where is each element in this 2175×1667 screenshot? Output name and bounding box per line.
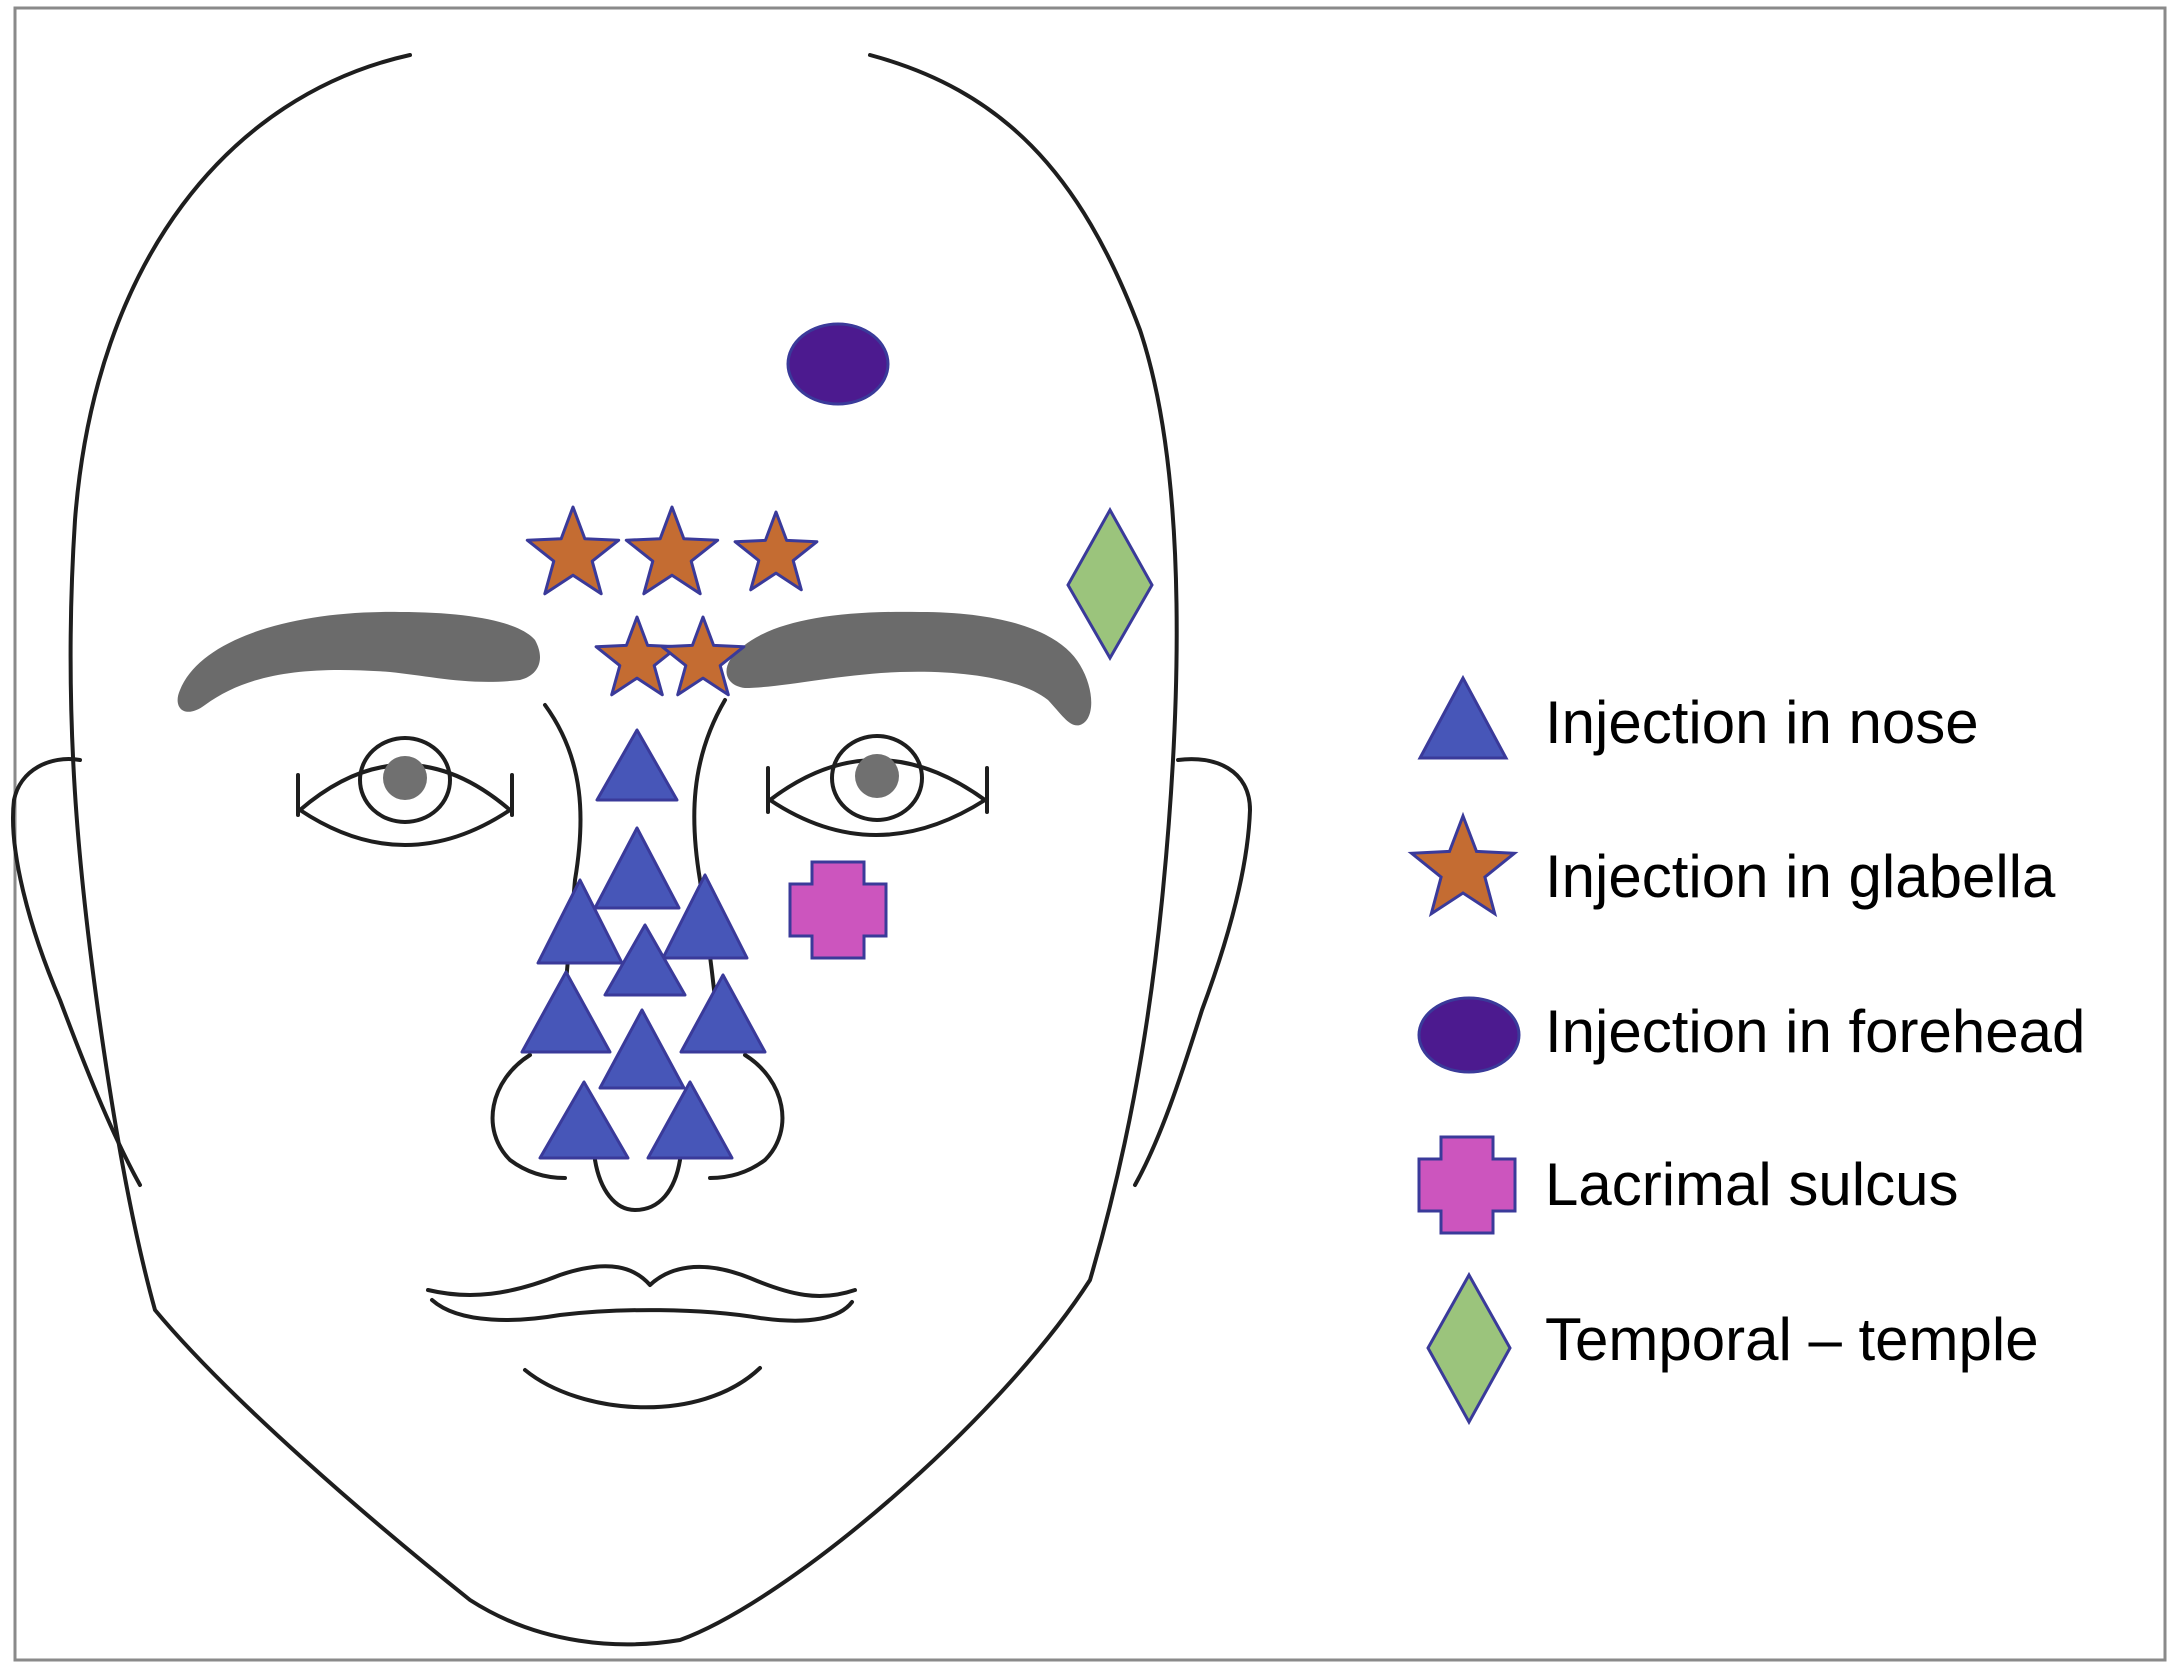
legend-item-nose: Injection in nose [1417,674,1979,760]
nose-injection-marker [536,878,624,965]
legend-label-temporal: Temporal – temple [1545,1306,2039,1373]
right-ear [1133,757,1252,1187]
glabella-injection-marker [660,615,746,697]
right-pupil [855,754,899,798]
legend: Injection in nose Injection in glabella … [1407,674,2085,1426]
legend-item-temporal: Temporal – temple [1426,1271,2039,1426]
legend-item-glabella: Injection in glabella [1407,811,2056,918]
nose-injection-marker [598,1008,686,1090]
legend-item-lacrimal: Lacrimal sulcus [1417,1135,1958,1235]
temple-injection-marker [1066,506,1154,662]
nose-injection-marker [538,1080,630,1160]
legend-label-glabella: Injection in glabella [1545,843,2056,910]
nose-injection-marker [520,970,612,1054]
glabella-injection-marker [733,510,819,592]
glabella-injection-marker [624,505,720,596]
head-outline [68,53,1179,1647]
legend-label-forehead: Injection in forehead [1545,998,2085,1065]
mouth [426,1264,857,1410]
glabella-injection-marker [525,505,621,596]
diamond-icon [1426,1271,1512,1426]
diagram-frame [13,6,2167,1662]
nose-injection-marker [593,826,681,910]
legend-label-nose: Injection in nose [1545,689,1979,756]
nose-injection-marker [679,973,767,1054]
injection-markers [520,322,1154,1160]
legend-label-lacrimal: Lacrimal sulcus [1545,1151,1958,1218]
nose-injection-marker [603,923,687,997]
ellipse-icon [1417,996,1521,1074]
left-pupil [383,756,427,800]
nose-injection-marker [595,728,679,802]
left-eye [296,736,514,847]
lacrimal-sulcus-marker [788,860,888,960]
glabella-injection-marker [594,615,680,697]
right-eye [766,734,989,837]
triangle-icon [1417,674,1509,760]
star-icon [1407,811,1519,918]
left-ear [11,757,142,1187]
cross-icon [1417,1135,1517,1235]
nose-injection-marker [646,1080,734,1160]
forehead-injection-marker [786,322,890,406]
left-eyebrow [177,611,541,712]
nose-injection-marker [661,873,749,960]
right-eyebrow [726,611,1092,726]
legend-item-forehead: Injection in forehead [1417,996,2085,1074]
